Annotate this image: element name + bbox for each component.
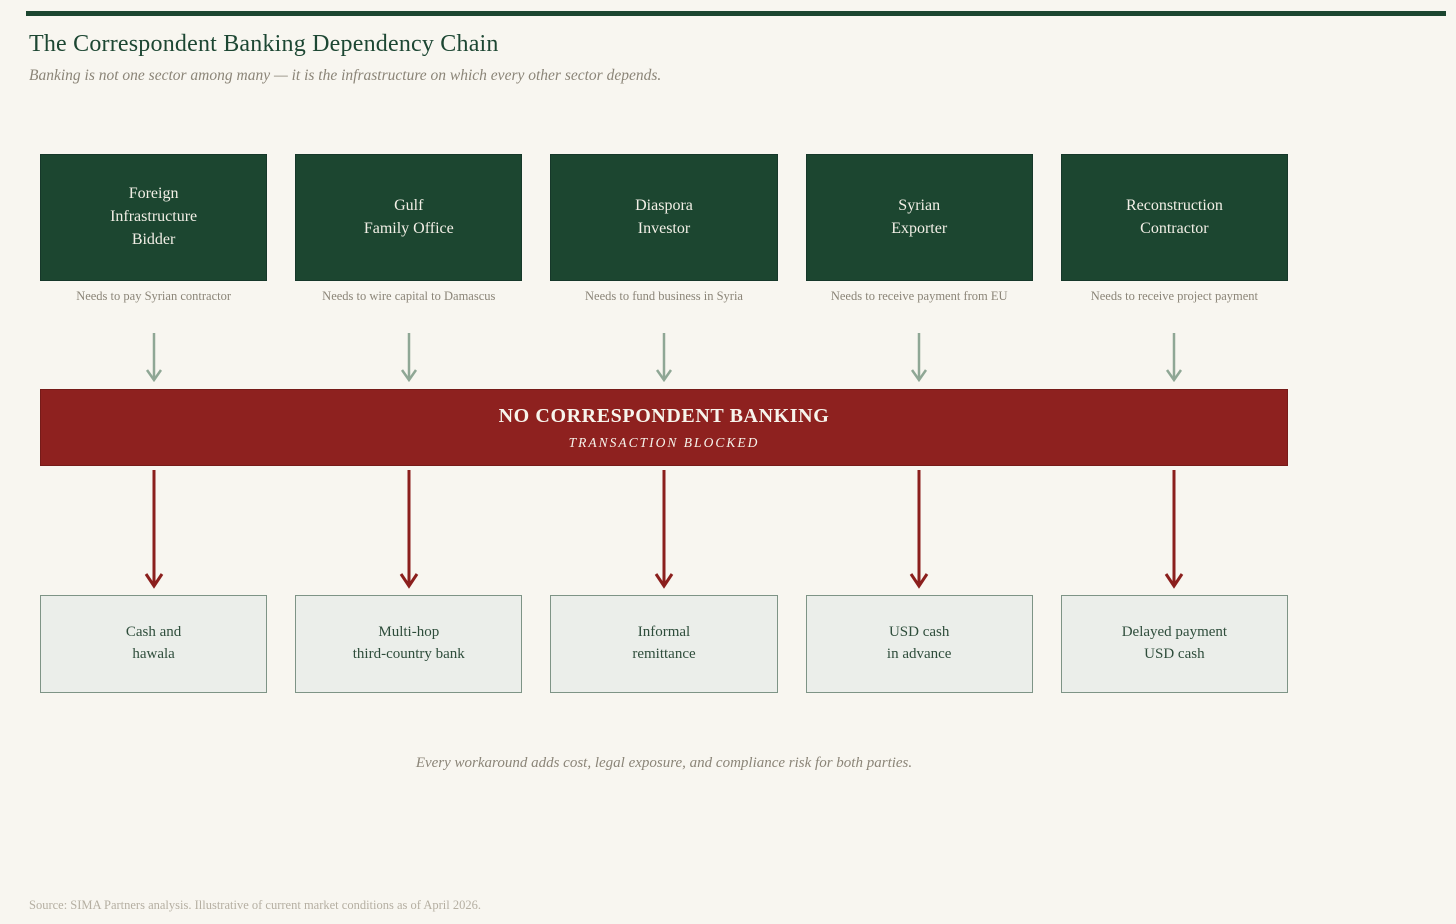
down-arrow-icon xyxy=(1165,470,1184,589)
page-subtitle: Banking is not one sector among many — i… xyxy=(29,67,662,84)
need-caption: Needs to receive payment from EU xyxy=(830,289,1008,303)
down-arrow-icon xyxy=(145,333,162,383)
top-accent-bar xyxy=(26,11,1446,16)
workaround-box-cash-hawala: Cash and hawala xyxy=(40,595,268,693)
actor-box-foreign-infrastructure-bidder: Foreign Infrastructure Bidder xyxy=(40,154,268,281)
actor-box-diaspora-investor: Diaspora Investor xyxy=(550,154,778,281)
workaround-box-informal-remittance: Informal remittance xyxy=(550,595,778,693)
down-arrow-icon xyxy=(144,470,163,589)
need-caption: Needs to wire capital to Damascus xyxy=(322,289,496,303)
down-arrow-icon xyxy=(654,470,674,589)
actor-box-reconstruction-contractor: Reconstruction Contractor xyxy=(1060,154,1288,281)
need-caption: Needs to pay Syrian contractor xyxy=(76,289,231,303)
down-arrow-icon xyxy=(1166,333,1183,383)
blocked-banner: NO CORRESPONDENT BANKING TRANSACTION BLO… xyxy=(40,389,1288,466)
workaround-box-multi-hop-bank: Multi-hop third-country bank xyxy=(295,595,523,693)
need-caption: Needs to receive project payment xyxy=(1090,289,1259,303)
workaround-box-delayed-payment: Delayed payment USD cash xyxy=(1060,595,1288,693)
actor-box-syrian-exporter: Syrian Exporter xyxy=(805,154,1033,281)
actor-box-gulf-family-office: Gulf Family Office xyxy=(295,154,523,281)
green-arrow-row xyxy=(40,331,1288,383)
need-caption-row: Needs to pay Syrian contractor Needs to … xyxy=(40,289,1288,304)
workaround-box-usd-cash-advance: USD cash in advance xyxy=(805,595,1033,693)
source-note: Source: SIMA Partners analysis. Illustra… xyxy=(29,898,481,912)
page-title: The Correspondent Banking Dependency Cha… xyxy=(29,31,499,57)
footer-note: Every workaround adds cost, legal exposu… xyxy=(415,755,913,771)
down-arrow-icon xyxy=(399,470,419,589)
down-arrow-icon xyxy=(655,333,673,383)
need-caption: Needs to fund business in Syria xyxy=(585,289,743,303)
blocked-banner-title: NO CORRESPONDENT BANKING xyxy=(498,404,830,427)
actor-row: Foreign Infrastructure Bidder Gulf Famil… xyxy=(40,154,1288,281)
down-arrow-icon xyxy=(909,470,929,589)
red-arrow-row xyxy=(40,468,1288,590)
down-arrow-icon xyxy=(911,333,928,383)
workaround-row: Cash and hawala Multi-hop third-country … xyxy=(40,595,1288,693)
blocked-banner-subtitle: TRANSACTION BLOCKED xyxy=(568,434,760,450)
down-arrow-icon xyxy=(400,333,417,383)
